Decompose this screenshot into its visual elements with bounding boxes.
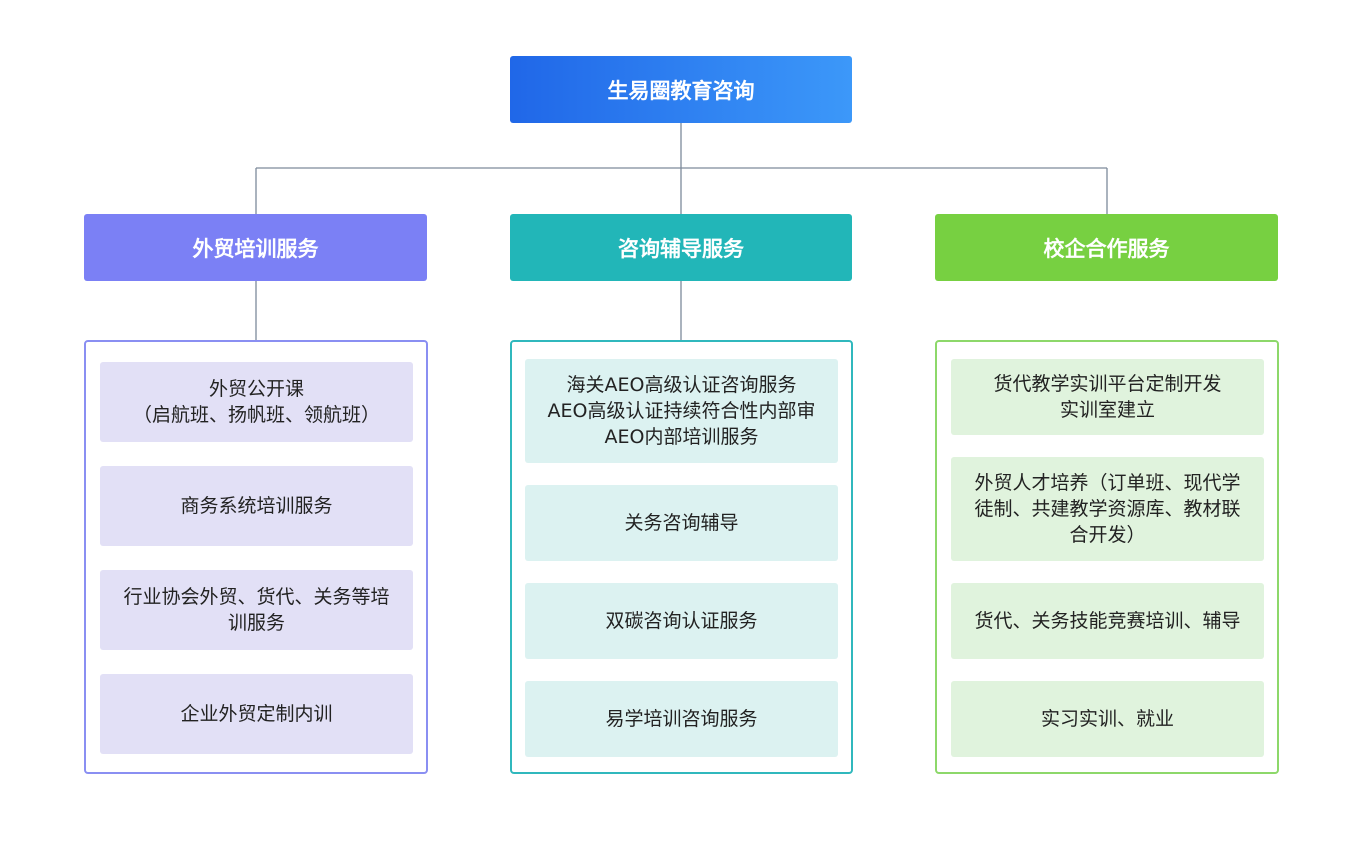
list-item: 海关AEO高级认证咨询服务 AEO高级认证持续符合性内部审 AEO内部培训服务 (525, 359, 838, 463)
panel-consulting: 海关AEO高级认证咨询服务 AEO高级认证持续符合性内部审 AEO内部培训服务 … (510, 340, 853, 774)
root-node: 生易圈教育咨询 (510, 56, 852, 123)
category-title: 咨询辅导服务 (618, 236, 744, 261)
category-node-consulting: 咨询辅导服务 (510, 214, 852, 281)
category-node-school-enterprise: 校企合作服务 (935, 214, 1278, 281)
list-item: 实习实训、就业 (951, 681, 1264, 757)
list-item: 双碳咨询认证服务 (525, 583, 838, 659)
panel-school-enterprise: 货代教学实训平台定制开发 实训室建立 外贸人才培养（订单班、现代学 徒制、共建教… (935, 340, 1279, 774)
root-title: 生易圈教育咨询 (607, 78, 755, 103)
category-title: 外贸培训服务 (192, 236, 319, 261)
list-item: 货代、关务技能竞赛培训、辅导 (951, 583, 1264, 659)
list-item: 企业外贸定制内训 (100, 674, 413, 754)
list-item: 行业协会外贸、货代、关务等培 训服务 (100, 570, 413, 650)
category-node-trade-training: 外贸培训服务 (84, 214, 427, 281)
list-item: 商务系统培训服务 (100, 466, 413, 546)
list-item: 外贸人才培养（订单班、现代学 徒制、共建教学资源库、教材联 合开发） (951, 457, 1264, 561)
category-title: 校企合作服务 (1043, 236, 1170, 261)
list-item: 外贸公开课 （启航班、扬帆班、领航班） (100, 362, 413, 442)
panel-trade-training: 外贸公开课 （启航班、扬帆班、领航班） 商务系统培训服务 行业协会外贸、货代、关… (84, 340, 428, 774)
list-item: 易学培训咨询服务 (525, 681, 838, 757)
list-item: 货代教学实训平台定制开发 实训室建立 (951, 359, 1264, 435)
list-item: 关务咨询辅导 (525, 485, 838, 561)
